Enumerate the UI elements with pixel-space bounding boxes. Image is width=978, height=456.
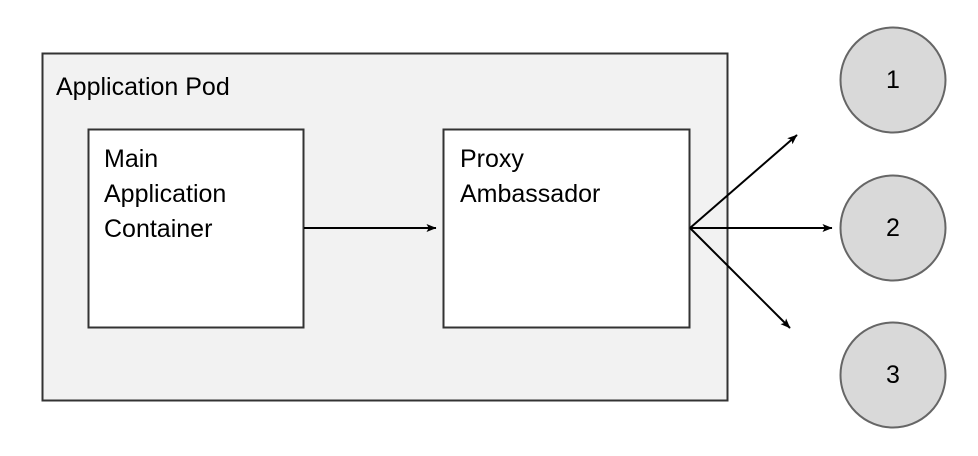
endpoint-circle-2[interactable] [839, 174, 947, 282]
connector-proxy-to-endpoint-1 [689, 134, 798, 229]
endpoint-circle-1[interactable] [839, 26, 947, 134]
main-application-container-box[interactable] [87, 128, 305, 329]
main-application-container-label: Main Application Container [104, 145, 227, 243]
proxy-ambassador-label: Proxy Ambassador [460, 145, 601, 208]
application-pod-label: Application Pod [56, 73, 230, 101]
endpoint-label-3: 3 [886, 361, 900, 389]
endpoint-label-1: 1 [886, 66, 900, 94]
endpoint-circle-3[interactable] [839, 321, 947, 429]
endpoint-label-2: 2 [886, 214, 900, 242]
proxy-ambassador-box[interactable] [442, 128, 691, 329]
connector-proxy-to-endpoint-3 [689, 227, 791, 329]
